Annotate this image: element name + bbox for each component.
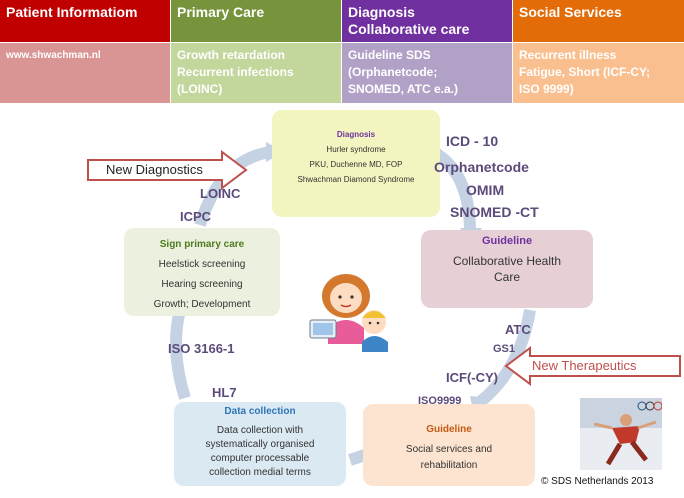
new-diagnostics-label: New Diagnostics	[106, 162, 203, 177]
diagnosis-line-3: SNOMED, ATC e.a.)	[348, 82, 459, 96]
diagnosis-box-title: Diagnosis	[336, 130, 376, 139]
sign-primary-line-1: Heelstick screening	[158, 259, 246, 270]
label-orphanet: Orphanetcode	[434, 159, 529, 175]
guideline-collaborative-box: Guideline Collaborative Health Care	[421, 230, 593, 308]
data-collection-line-1: Data collection with	[216, 425, 304, 436]
label-icpc: ICPC	[180, 209, 212, 224]
data-collection-title: Data collection	[224, 406, 296, 417]
row-patient: www.shwachman.nl	[0, 43, 170, 103]
ice-skater-photo	[580, 398, 662, 470]
header-primary-care: Primary Care	[171, 0, 341, 42]
label-omim: OMIM	[466, 182, 505, 198]
diagnosis-box-line-1: Hurler syndrome	[326, 145, 386, 154]
sign-primary-line-2: Hearing screening	[161, 279, 243, 290]
sign-primary-care-box: Sign primary care Heelstick screening He…	[124, 228, 280, 316]
header-primary-label: Primary Care	[177, 4, 265, 20]
guideline-top-title: Guideline	[481, 235, 533, 247]
header-social-label: Social Services	[519, 4, 622, 20]
guideline-social-box: Guideline Social services and rehabilita…	[363, 404, 535, 486]
label-hl7: HL7	[212, 385, 237, 400]
label-icf: ICF(-CY)	[446, 370, 498, 385]
header-social-services: Social Services	[513, 0, 684, 42]
row-primary: Growth retardation Recurrent infections …	[171, 43, 341, 103]
label-iso3166: ISO 3166-1	[168, 341, 235, 356]
data-collection-box: Data collection Data collection with sys…	[174, 402, 346, 486]
sign-primary-line-3: Growth; Development	[153, 299, 251, 310]
new-therapeutics-arrow	[504, 346, 681, 386]
header-patient: Patient Informatiom	[0, 0, 170, 42]
social-line-2: Fatigue, Short (ICF-CY;	[519, 65, 651, 79]
header-diagnosis-line-2: Collaborative care	[348, 21, 470, 37]
guideline-top-line-1: Collaborative Health	[452, 254, 562, 268]
data-collection-line-3: computer processable	[210, 453, 310, 464]
primary-line-1: Growth retardation	[177, 48, 286, 62]
guideline-bottom-line-1: Social services and	[405, 444, 493, 455]
new-therapeutics-label: New Therapeutics	[532, 358, 637, 373]
new-diagnostics-arrow	[87, 150, 248, 190]
copyright-notice: © SDS Netherlands 2013	[541, 476, 654, 487]
patient-website-link[interactable]: www.shwachman.nl	[6, 50, 101, 61]
mother-child-illustration	[309, 274, 388, 352]
diagnosis-box-line-3: Shwachman Diamond Syndrome	[297, 175, 415, 184]
guideline-bottom-line-2: rehabilitation	[420, 460, 478, 471]
label-icd: ICD - 10	[446, 133, 499, 149]
header-patient-label: Patient Informatiom	[6, 4, 138, 20]
primary-line-3: (LOINC)	[177, 82, 223, 96]
row-social: Recurrent illness Fatigue, Short (ICF-CY…	[513, 43, 684, 103]
header-diagnosis: Diagnosis Collaborative care	[342, 0, 512, 42]
social-line-3: ISO 9999)	[519, 82, 574, 96]
diagnosis-box-line-2: PKU, Duchenne MD, FOP	[309, 160, 403, 169]
label-snomed: SNOMED -CT	[450, 204, 539, 220]
social-line-1: Recurrent illness	[519, 48, 617, 62]
header-diagnosis-line-1: Diagnosis	[348, 4, 415, 20]
label-iso9999: ISO9999	[418, 395, 462, 407]
label-gs1: GS1	[493, 343, 516, 355]
guideline-bottom-title: Guideline	[426, 424, 472, 435]
data-collection-line-4: collection medial terms	[209, 467, 311, 478]
data-collection-line-2: systematically organised	[205, 439, 315, 450]
sign-primary-title: Sign primary care	[159, 239, 245, 250]
guideline-top-line-2: Care	[493, 270, 520, 284]
diagnosis-line-1: Guideline SDS	[348, 48, 431, 62]
diagnosis-line-2: (Orphanetcode;	[348, 65, 438, 79]
label-loinc: LOINC	[200, 186, 241, 201]
row-diagnosis: Guideline SDS (Orphanetcode; SNOMED, ATC…	[342, 43, 512, 103]
diagnosis-box: Diagnosis Hurler syndrome PKU, Duchenne …	[272, 110, 440, 217]
primary-line-2: Recurrent infections	[177, 65, 294, 79]
label-atc: ATC	[505, 322, 531, 337]
